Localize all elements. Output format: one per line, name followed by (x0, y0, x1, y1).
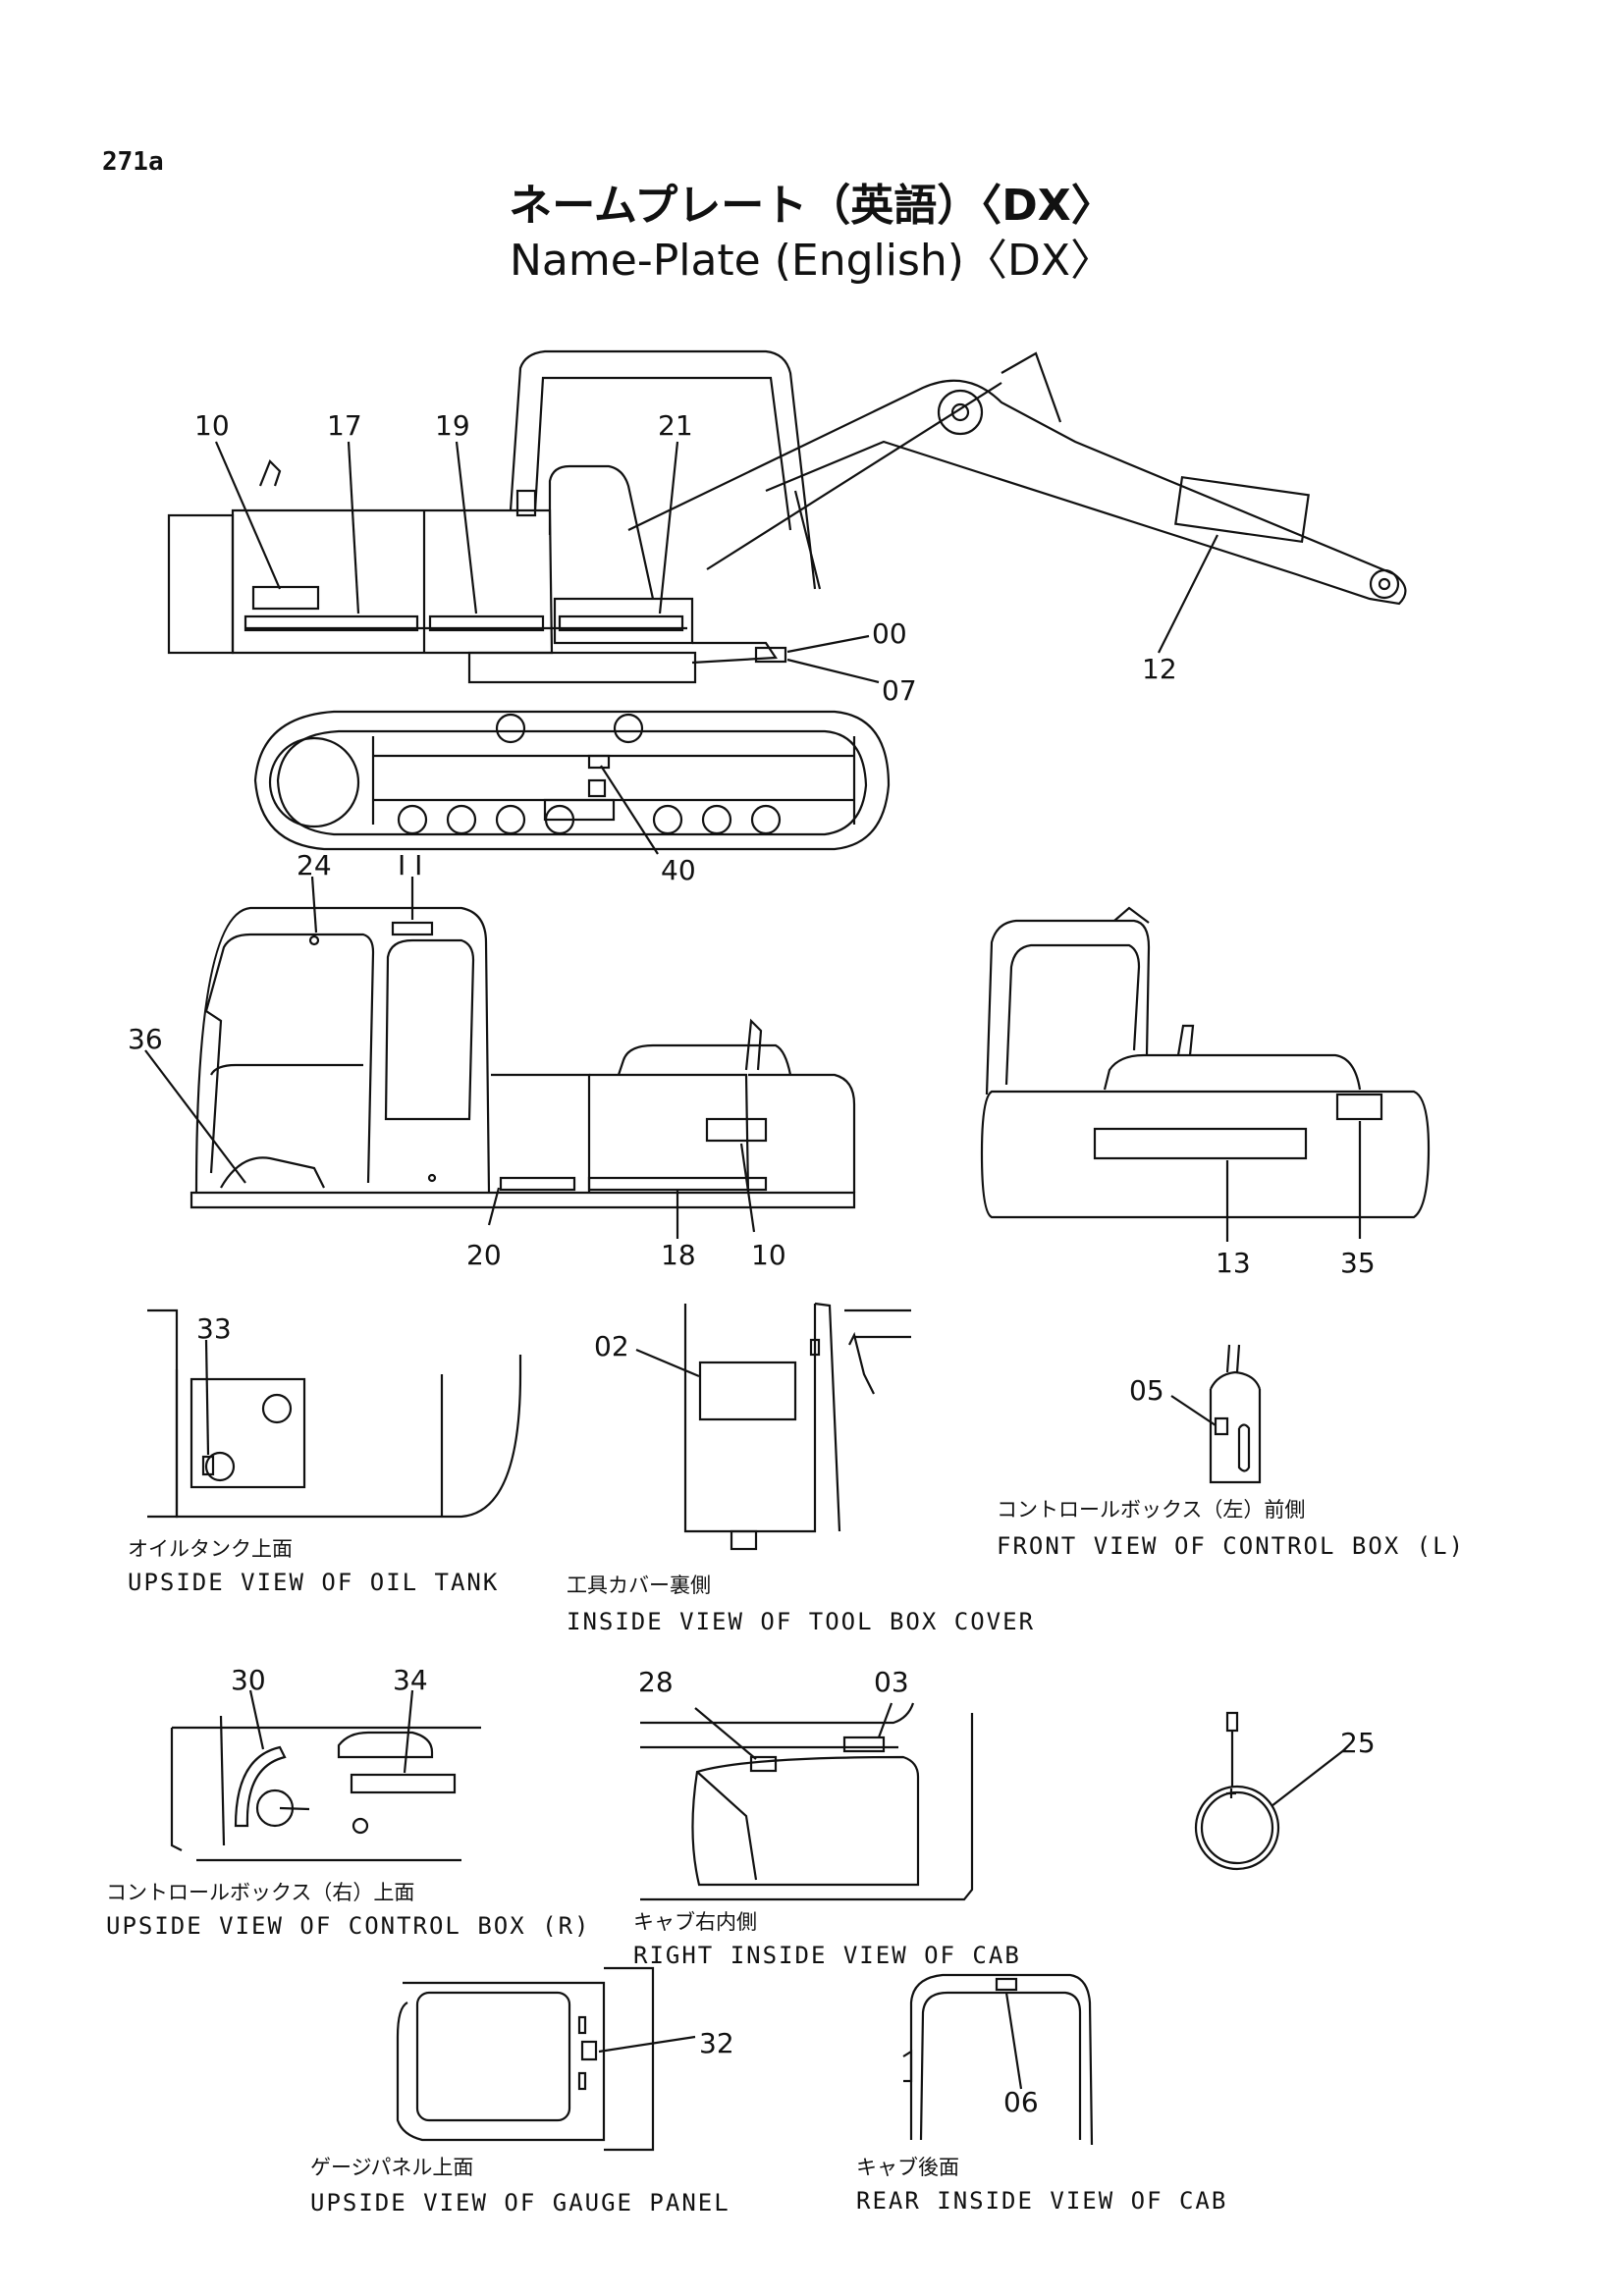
caption-control-box-r-jp: コントロールボックス（右）上面 (106, 1881, 415, 1904)
plate-19 (428, 614, 545, 632)
control-box-r-view (170, 1715, 481, 1862)
plate-34 (350, 1773, 457, 1794)
caption-gauge-panel-en: UPSIDE VIEW OF GAUGE PANEL (310, 2189, 730, 2216)
plate-13 (1093, 1127, 1308, 1160)
callout-03: 03 (874, 1666, 909, 1698)
page-title-english: Name-Plate (English)〈DX〉 (510, 236, 1113, 286)
caption-cab-rear-jp: キャブ後面 (856, 2156, 959, 2179)
caption-control-box-r-en: UPSIDE VIEW OF CONTROL BOX (R) (106, 1912, 591, 1940)
callout-07: 07 (882, 674, 917, 707)
control-box-l-view (1209, 1344, 1262, 1484)
plate-18 (587, 1176, 768, 1192)
plate-10a (251, 585, 320, 611)
plate-03 (842, 1735, 886, 1753)
callout-05: 05 (1129, 1374, 1164, 1407)
callout-00: 00 (872, 617, 907, 650)
cab-rear-view (902, 1973, 1094, 2146)
callout-36: 36 (128, 1023, 163, 1055)
callout-10: 10 (194, 409, 230, 442)
callout-28: 28 (638, 1666, 674, 1698)
caption-oil-tank-en: UPSIDE VIEW OF OIL TANK (128, 1569, 500, 1596)
callout-32: 32 (699, 2027, 734, 2059)
callout-33: 33 (196, 1312, 232, 1345)
tool-box-cover-view (683, 1302, 911, 1551)
gauge-assembly-view (1194, 1711, 1280, 1871)
leader-lines (144, 441, 1362, 2090)
plate-06 (995, 1977, 1018, 1992)
gauge-panel-view (396, 1966, 655, 2152)
plate-10b (705, 1117, 768, 1143)
plate-11 (391, 921, 434, 936)
upper-structure-side-view (189, 906, 856, 1209)
oil-tank-view (147, 1308, 522, 1519)
caption-tool-box-jp: 工具カバー裏側 (567, 1574, 711, 1597)
callout-13: 13 (1216, 1247, 1251, 1279)
callout-24: 24 (297, 849, 332, 881)
plate-32 (580, 2040, 598, 2061)
callout-02: 02 (594, 1330, 629, 1362)
callout-25: 25 (1340, 1727, 1376, 1759)
callout-11: I I (398, 849, 423, 881)
plate-35 (1335, 1093, 1383, 1121)
callout-18: 18 (661, 1239, 696, 1271)
page-number: 271a (102, 147, 164, 177)
rear-view (980, 906, 1431, 1219)
callout-35: 35 (1340, 1247, 1376, 1279)
cab-right-inside-view (640, 1702, 974, 1901)
caption-cab-rear-en: REAR INSIDE VIEW OF CAB (856, 2187, 1228, 2215)
callout-20: 20 (466, 1239, 502, 1271)
plate-02 (698, 1361, 797, 1421)
caption-control-box-l-en: FRONT VIEW OF CONTROL BOX (L) (997, 1532, 1466, 1560)
plate-28 (749, 1755, 778, 1773)
callout-10b: 10 (751, 1239, 786, 1271)
page-title-japanese: ネームプレート（英語）〈DX〉 (509, 181, 1114, 231)
callout-30: 30 (231, 1664, 266, 1696)
plate-05 (1214, 1416, 1229, 1436)
callout-40: 40 (661, 854, 696, 886)
plate-17 (243, 614, 419, 632)
plate-33 (201, 1455, 215, 1476)
caption-cab-right-en: RIGHT INSIDE VIEW OF CAB (633, 1942, 1021, 1969)
callout-17: 17 (327, 409, 362, 442)
callout-12: 12 (1142, 653, 1177, 685)
callout-21: 21 (658, 409, 693, 442)
excavator-side-view (167, 349, 1407, 851)
caption-oil-tank-jp: オイルタンク上面 (128, 1537, 293, 1561)
caption-gauge-panel-jp: ゲージパネル上面 (310, 2156, 474, 2179)
plate-20 (499, 1176, 576, 1192)
plate-00-07 (754, 646, 787, 664)
caption-tool-box-en: INSIDE VIEW OF TOOL BOX COVER (567, 1608, 1036, 1635)
plate-40 (587, 754, 611, 770)
caption-control-box-l-jp: コントロールボックス（左）前側 (997, 1498, 1306, 1522)
callout-34: 34 (393, 1664, 428, 1696)
callout-06: 06 (1003, 2086, 1039, 2118)
caption-cab-right-jp: キャブ右内側 (633, 1910, 757, 1934)
plate-21 (558, 614, 684, 632)
plate-12 (1174, 475, 1310, 544)
callout-19: 19 (435, 409, 470, 442)
